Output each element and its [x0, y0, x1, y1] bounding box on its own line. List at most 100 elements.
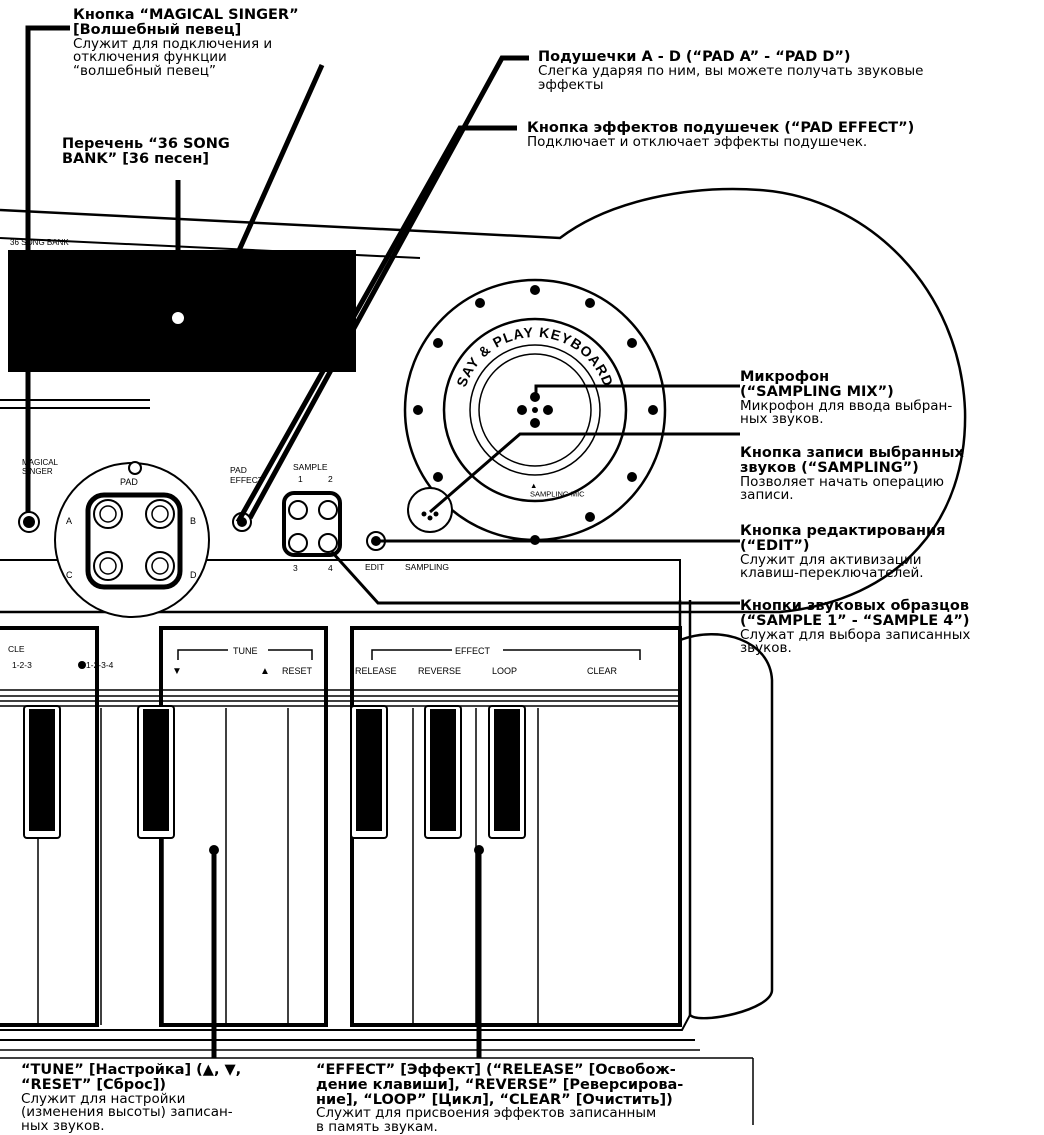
annotation-sampling: Кнопка записи выбранных звуков (“SAMPLIN…: [740, 446, 964, 503]
tune-reset-button[interactable]: RESET: [282, 666, 313, 676]
label-line: EFFECT: [230, 475, 263, 485]
annotation-song-bank-title-2: BANK” [36 песен]: [62, 150, 210, 167]
annotation-magical-singer-desc-2: отключения функции: [73, 49, 227, 66]
black-keys[interactable]: [23, 705, 526, 839]
annotation-tune: “TUNE” [Настройка] (▲, ▼, “RESET” [Сброс…: [21, 1063, 241, 1134]
pad-cluster: PAD A B C D: [54, 462, 210, 618]
leader-lines: [25, 25, 740, 1058]
pad-c-label: C: [66, 570, 73, 580]
sampling-button[interactable]: [407, 487, 453, 533]
annotation-edit-desc-2: клавиш-переключателей.: [740, 565, 924, 582]
annotation-edit-desc-1: Служит для активизации: [740, 551, 922, 568]
reverse-button[interactable]: REVERSE: [418, 666, 461, 676]
cycle-label: CLE: [8, 644, 25, 654]
annotation-samples-desc-1: Служат для выбора записанных: [740, 626, 971, 643]
annotation-effect-title-1: “EFFECT” [Эффект] (“RELEASE” [Освобож-: [316, 1062, 676, 1078]
annotation-mic-title-1: Микрофон: [740, 369, 830, 385]
annotation-pads: Подушечки A - D (“PAD A” - “PAD D”) Слег…: [538, 50, 923, 92]
cycle-section: CLE 1-2-3 1-2-3-4: [0, 626, 114, 1027]
annotation-pad-effect-desc-1: Подключает и отключает эффекты подушечек…: [527, 133, 868, 150]
pad-label: PAD: [120, 477, 138, 487]
sample-3-label: 3: [293, 563, 298, 573]
sample-2-label: 2: [328, 474, 333, 484]
annotation-sampling-title-1: Кнопка записи выбранных: [740, 445, 964, 461]
annotation-samples-desc-2: звуков.: [740, 640, 792, 657]
annotation-effect-title-2: дение клавиши], “REVERSE” [Реверсирова-: [316, 1076, 684, 1093]
annotation-samples-title-2: (“SAMPLE 1” - “SAMPLE 4”): [740, 612, 970, 629]
edit-button[interactable]: [366, 531, 386, 551]
annotation-tune-desc-2: (изменения высоты) записан-: [21, 1104, 233, 1121]
annotation-magical-singer-title-2: [Волшебный певец]: [73, 21, 242, 38]
annotation-effect-title-3: ние], “LOOP” [Цикл], “CLEAR” [Очистить]): [316, 1091, 673, 1108]
edit-label: EDIT: [365, 562, 384, 572]
pad-a[interactable]: [93, 499, 123, 529]
effect-label: EFFECT: [455, 646, 491, 656]
sample-1-label: 1: [298, 474, 303, 484]
pad-b-label: B: [190, 516, 196, 526]
song-bank-display: [8, 250, 356, 372]
annotation-mic-desc-2: ных звуков.: [740, 411, 824, 428]
annotation-magical-singer-title-1: Кнопка “MAGICAL SINGER”: [73, 7, 299, 23]
song-bank-label: 36 SONG BANK: [10, 238, 69, 247]
pad-c[interactable]: [93, 551, 123, 581]
pad-d[interactable]: [145, 551, 175, 581]
annotation-pad-effect: Кнопка эффектов подушечек (“PAD EFFECT”)…: [527, 121, 914, 150]
annotation-mic-desc-1: Микрофон для ввода выбран-: [740, 397, 953, 414]
piano-keys: [37, 708, 539, 1025]
release-button[interactable]: RELEASE: [355, 666, 397, 676]
annotation-effect-desc-2: в память звукам.: [316, 1119, 438, 1135]
annotation-magical-singer-desc-1: Служит для подключения и: [73, 35, 273, 52]
sample-4-label: 4: [328, 563, 333, 573]
pad-d-label: D: [190, 570, 197, 580]
clear-button[interactable]: CLEAR: [587, 666, 618, 676]
cycle-1234-label: 1-2-3-4: [86, 660, 114, 670]
sample-3-button[interactable]: [288, 533, 308, 553]
tune-section: TUNE ▼ ▲ RESET: [159, 626, 328, 1027]
annotation-pads-desc-2: эффекты: [538, 76, 604, 93]
annotation-edit: Кнопка редактирования (“EDIT”) Служит дл…: [740, 524, 945, 581]
pad-a-label: A: [66, 516, 72, 526]
annotation-tune-desc-3: ных звуков.: [21, 1118, 105, 1135]
cycle-123-label: 1-2-3: [12, 660, 32, 670]
sample-1-button[interactable]: [288, 500, 308, 520]
annotation-tune-title-1: “TUNE” [Настройка] (▲, ▼,: [21, 1062, 242, 1078]
annotation-song-bank: Перечень “36 SONG BANK” [36 песен]: [62, 137, 230, 167]
annotation-mic: Микрофон (“SAMPLING MIX”) Микрофон для в…: [740, 370, 952, 427]
loop-button[interactable]: LOOP: [492, 666, 517, 676]
annotation-magical-singer: Кнопка “MAGICAL SINGER” [Волшебный певец…: [73, 8, 299, 79]
sample-4-button[interactable]: [318, 533, 338, 553]
sampling-mic-label: ▲SAMPLING MIC: [530, 481, 585, 499]
annotation-edit-title-2: (“EDIT”): [740, 537, 810, 554]
sampling-label: SAMPLING: [405, 562, 449, 572]
annotation-sampling-title-2: звуков (“SAMPLING”): [740, 459, 919, 476]
label-line: SINGER: [22, 467, 53, 476]
annotation-samples-title-1: Кнопки звуковых образцов: [740, 598, 970, 614]
annotation-effect: “EFFECT” [Эффект] (“RELEASE” [Освобож- д…: [316, 1063, 683, 1135]
annotation-pads-title-1: Подушечки A - D (“PAD A” - “PAD D”): [538, 49, 851, 65]
annotation-song-bank-title-1: Перечень “36 SONG: [62, 136, 230, 152]
annotation-pads-desc-1: Слегка ударяя по ним, вы можете получать…: [538, 62, 924, 79]
annotation-sampling-desc-1: Позволяет начать операцию: [740, 473, 945, 490]
sampling-mic: [517, 392, 553, 428]
annotation-samples: Кнопки звуковых образцов (“SAMPLE 1” - “…: [740, 599, 970, 656]
sample-2-button[interactable]: [318, 500, 338, 520]
annotation-magical-singer-desc-3: “волшебный певец”: [73, 63, 216, 80]
annotation-sampling-desc-2: записи.: [740, 487, 794, 504]
keyboard-body: [0, 187, 967, 1051]
tune-down-button[interactable]: ▼: [172, 666, 182, 677]
annotation-tune-title-2: “RESET” [Сброс]): [21, 1076, 166, 1093]
tune-up-button[interactable]: ▲: [260, 666, 270, 677]
annotation-effect-desc-1: Служит для присвоения эффектов записанны…: [316, 1105, 657, 1122]
annotation-pad-effect-title-1: Кнопка эффектов подушечек (“PAD EFFECT”): [527, 120, 915, 136]
magical-singer-button[interactable]: [18, 511, 40, 533]
sample-label: SAMPLE: [293, 462, 328, 472]
bottom-annotation-frame: [0, 1057, 754, 1125]
annotation-mic-title-2: (“SAMPLING MIX”): [740, 383, 894, 400]
annotation-edit-title-1: Кнопка редактирования: [740, 523, 946, 539]
annotation-tune-desc-1: Служит для настройки: [21, 1090, 186, 1107]
pad-b[interactable]: [145, 499, 175, 529]
tune-label: TUNE: [233, 646, 258, 656]
